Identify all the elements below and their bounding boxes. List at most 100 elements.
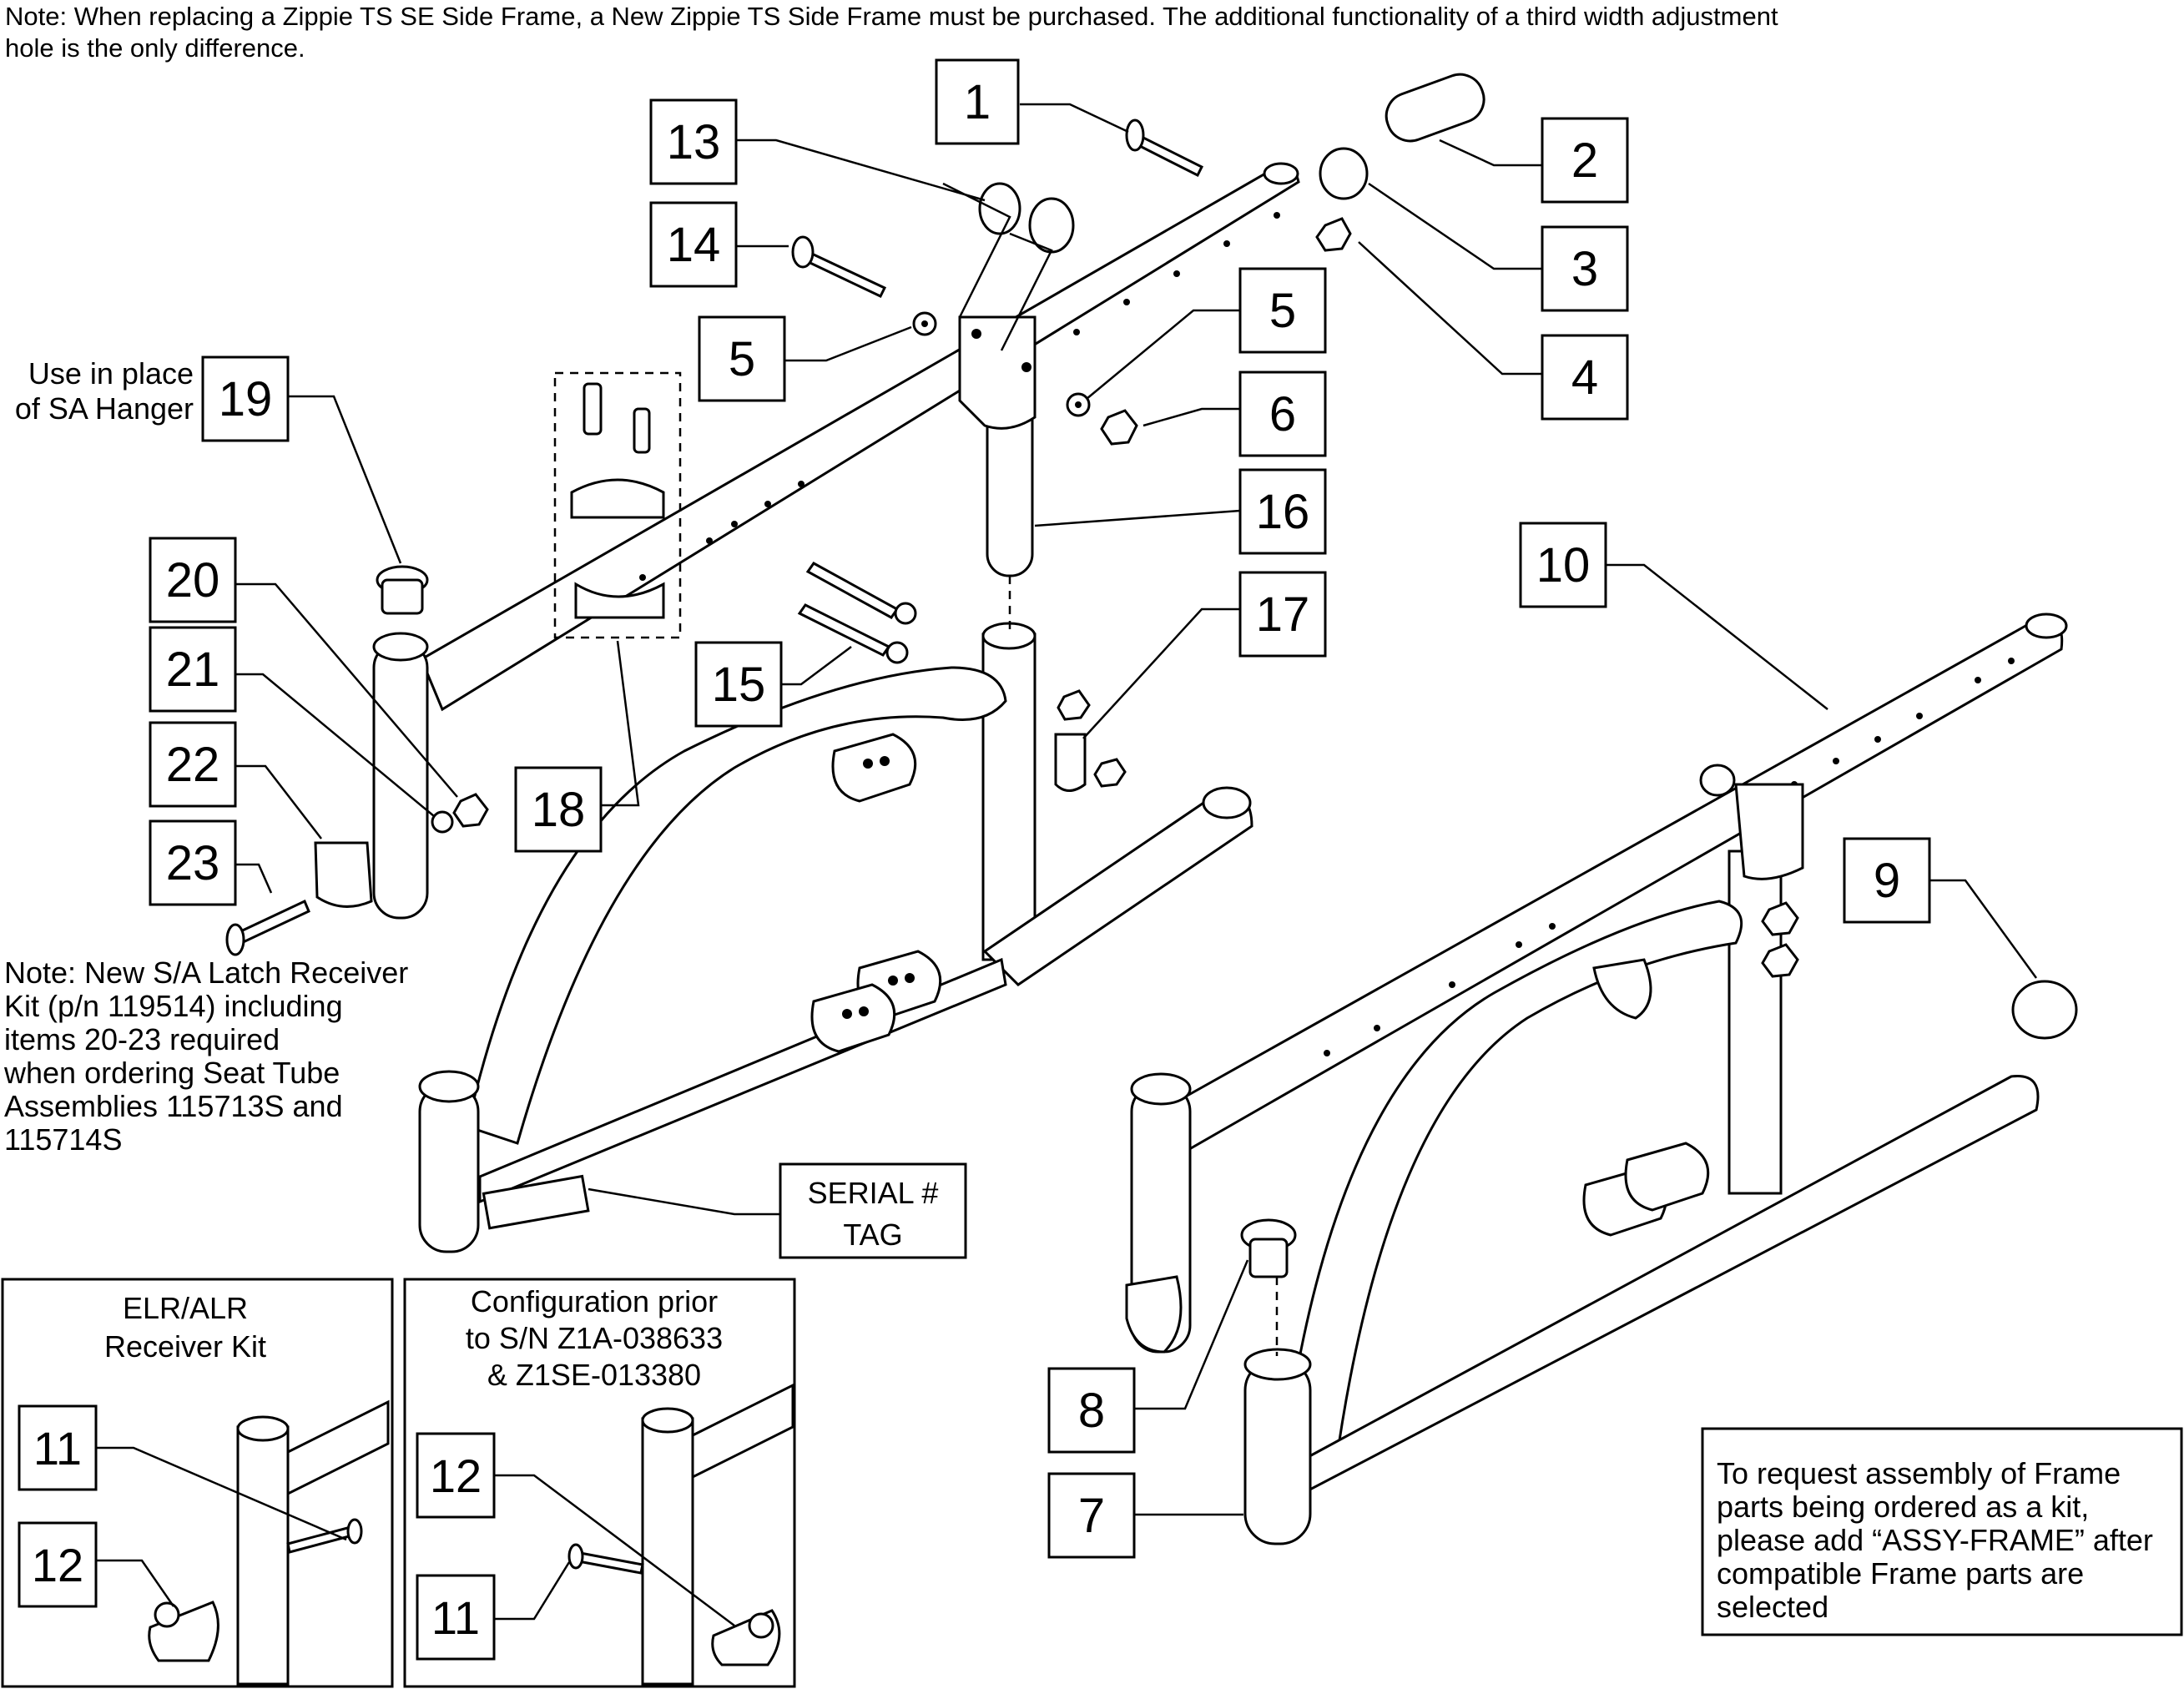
assy-frame-note: To request assembly of Frame parts being…: [1717, 1456, 2153, 1624]
seat-rail-tube: [420, 165, 1300, 712]
svg-text:Note: New S/A Latch Receiver: Note: New S/A Latch Receiver: [4, 955, 408, 990]
rear-seat-tube: [372, 641, 429, 920]
callout-box-15: [694, 641, 783, 728]
callout-label-8: 8: [1078, 1384, 1105, 1438]
callout-label-23: 23: [166, 836, 220, 890]
callout-label-20: 20: [166, 553, 220, 608]
inset-config-title-3: & Z1SE-013380: [487, 1358, 701, 1392]
callout-box-10: [1519, 522, 1607, 608]
callout-label-3: 3: [1571, 242, 1598, 296]
inset-elr-receiver: [148, 1601, 219, 1662]
caster-tube-top: [418, 1070, 480, 1103]
hanger-bracket: [958, 315, 1037, 430]
callout-box-7: [1047, 1472, 1136, 1559]
callout-box-2: [1541, 117, 1629, 204]
rear-seat-tube-top: [372, 632, 429, 662]
callout-label-7: 7: [1078, 1489, 1105, 1543]
callout-box-18: [514, 766, 603, 853]
latch-receiver-note: Note: New S/A Latch Receiver Kit (p/n 11…: [3, 955, 408, 1157]
callout-box-21: [149, 626, 237, 713]
inset-elr-title-2: Receiver Kit: [104, 1329, 266, 1364]
svg-text:Assemblies 115713S and: Assemblies 115713S and: [4, 1089, 343, 1123]
axle-brackets: [810, 733, 942, 1053]
left-side-frame: [372, 162, 1300, 1253]
inset-config-title-1: Configuration prior: [471, 1284, 718, 1318]
callout-box-9: [1843, 837, 1931, 924]
callout-label-2: 2: [1571, 134, 1598, 188]
serial-tag-plate: [482, 1174, 590, 1230]
callout-label-12b: 12: [430, 1450, 482, 1502]
callout-label-5a: 5: [729, 332, 755, 386]
svg-text:To request assembly of Frame: To request assembly of Frame: [1717, 1456, 2121, 1490]
callout-box-3: [1541, 225, 1629, 312]
callout-label-22: 22: [166, 738, 220, 792]
callout-label-11b: 11: [431, 1591, 480, 1644]
svg-text:please add “ASSY-FRAME” after: please add “ASSY-FRAME” after: [1717, 1523, 2153, 1557]
main-frame-bend: [466, 666, 1007, 1145]
callout-box-13: [649, 98, 738, 185]
callout-box-17: [1238, 571, 1327, 658]
callout-box-1: [935, 58, 1020, 145]
lower-rail-end: [1202, 786, 1252, 819]
callout-label-16: 16: [1256, 485, 1310, 539]
svg-text:Kit (p/n 119514) including: Kit (p/n 119514) including: [4, 989, 343, 1023]
callout-box-5a: [698, 315, 786, 402]
callout-label-15: 15: [712, 658, 766, 712]
callout-label-9: 9: [1874, 854, 1900, 908]
part-9-bushing: [2011, 980, 2078, 1040]
callout-label-6: 6: [1269, 387, 1296, 441]
callout-box-23: [149, 819, 237, 906]
callout-label-5b: 5: [1269, 284, 1296, 338]
inset-elr-tube: [236, 1425, 290, 1686]
serial-tag-box: [779, 1162, 967, 1259]
inset-elr-title-1: ELR/ALR: [123, 1291, 248, 1325]
callout-label-10: 10: [1536, 538, 1591, 592]
top-note-line-1: Note: When replacing a Zippie TS SE Side…: [5, 2, 1778, 31]
callout-label-21: 21: [166, 643, 220, 697]
callout-box-12a: [18, 1521, 98, 1608]
use-in-place-line-1: Use in place: [28, 356, 194, 391]
svg-text:when ordering Seat Tube: when ordering Seat Tube: [3, 1056, 340, 1090]
callout-box-20: [149, 537, 237, 623]
callout-label-13: 13: [667, 115, 721, 169]
callout-box-8: [1047, 1367, 1136, 1454]
svg-text:items 20-23 required: items 20-23 required: [4, 1022, 280, 1056]
callout-label-14: 14: [667, 218, 721, 272]
svg-text:parts being ordered as a kit,: parts being ordered as a kit,: [1717, 1490, 2089, 1524]
serial-tag-line-1: SERIAL #: [808, 1176, 939, 1210]
callout-box-22: [149, 721, 237, 808]
callout-label-12a: 12: [32, 1539, 83, 1591]
callout-box-11b: [416, 1574, 496, 1661]
part-7-tube: [1243, 1359, 1312, 1545]
right-side-frame: [1125, 613, 2078, 1545]
right-rail-holes: [1324, 658, 2015, 1056]
hardware-items: [225, 73, 1485, 956]
top-note-line-2: hole is the only difference.: [5, 33, 305, 63]
svg-text:selected: selected: [1717, 1590, 1828, 1624]
callout-box-14: [649, 201, 738, 288]
callout-box-16: [1238, 468, 1327, 555]
callout-box-19: [201, 355, 290, 442]
right-back-post: [1728, 850, 1783, 1195]
callout-label-11a: 11: [33, 1422, 82, 1475]
callout-box-4: [1541, 334, 1629, 421]
callout-label-19: 19: [219, 372, 273, 426]
callout-label-1: 1: [964, 75, 991, 129]
svg-text:compatible Frame parts are: compatible Frame parts are: [1717, 1556, 2084, 1591]
callout-box-5b: [1238, 267, 1327, 354]
caster-tube: [418, 1083, 480, 1253]
serial-tag-line-2: TAG: [843, 1218, 902, 1252]
callout-box-12b: [416, 1432, 496, 1519]
inset-config-title-2: to S/N Z1A-038633: [466, 1321, 723, 1355]
inset-config-tube: [641, 1417, 694, 1686]
callout-label-17: 17: [1256, 587, 1310, 642]
seat-rail-end: [1263, 162, 1299, 185]
callout-label-18: 18: [532, 783, 586, 837]
use-in-place-line-2: of SA Hanger: [15, 391, 194, 426]
assy-frame-note-box: [1701, 1427, 2183, 1636]
clamp-kit-dashed-box: [553, 371, 682, 639]
callout-box-6: [1238, 371, 1327, 457]
svg-text:115714S: 115714S: [4, 1122, 122, 1157]
callout-label-4: 4: [1571, 350, 1598, 405]
